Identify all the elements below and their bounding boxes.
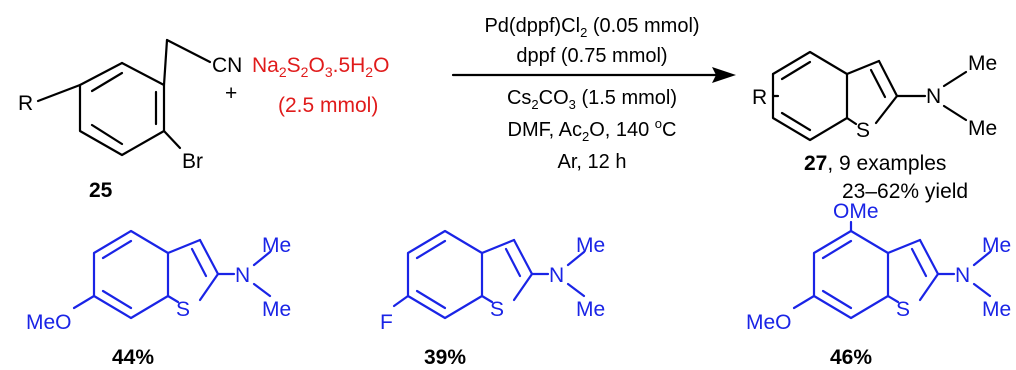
example-3-sulfur-atom: S (896, 298, 910, 321)
plus-sign: + (225, 82, 237, 105)
br-label: Br (182, 150, 203, 173)
example-2-fluoro-label: F (380, 311, 393, 334)
example-1-methoxy-label: MeO (26, 311, 72, 334)
compound-number-25: 25 (89, 179, 113, 202)
reagent-formula: Na2S2O3.5H2O (252, 54, 389, 80)
example-2-methyl-top: Me (576, 234, 605, 257)
product-compound-summary: 27, 9 examples (804, 152, 946, 175)
example-2-methyl-bottom: Me (576, 298, 605, 321)
product-sulfur-atom: S (856, 119, 870, 142)
reaction-arrow (451, 67, 736, 83)
cn-label: CN (212, 54, 242, 77)
condition-atmosphere-time: Ar, 12 h (558, 151, 627, 173)
example-2-sulfur-atom: S (490, 298, 504, 321)
example-1-structure: S N Me Me MeO (26, 229, 291, 334)
condition-base: Cs2CO3 (1.5 mmol) (507, 87, 677, 112)
example-1-sulfur-atom: S (176, 298, 190, 321)
product-27-structure: S N Me Me R (752, 50, 997, 142)
example-3-methyl-top: Me (982, 234, 1011, 257)
condition-catalyst: Pd(dppf)Cl2 (0.05 mmol) (484, 15, 699, 40)
product-r-substituent: R (752, 86, 767, 109)
example-1-nitrogen-atom: N (235, 264, 250, 287)
example-3-yield: 46% (830, 346, 872, 369)
product-nitrogen-atom: N (926, 85, 941, 108)
example-2-structure: S N Me Me F (380, 229, 605, 334)
reactant-25-structure: CN Br R (18, 38, 242, 173)
example-1-methyl-top: Me (262, 234, 291, 257)
product-methyl-top: Me (968, 52, 997, 75)
example-3-structure: S N Me Me OMe MeO (746, 200, 1011, 334)
product-yield-range: 23–62% yield (842, 180, 968, 203)
example-3-methoxy-top-label: OMe (833, 200, 879, 223)
example-2-nitrogen-atom: N (549, 264, 564, 287)
example-3-nitrogen-atom: N (955, 264, 970, 287)
condition-ligand: dppf (0.75 mmol) (516, 45, 667, 67)
example-1-methyl-bottom: Me (262, 298, 291, 321)
example-3-methyl-bottom: Me (982, 298, 1011, 321)
example-3-methoxy-label: MeO (746, 311, 792, 334)
example-1-yield: 44% (112, 346, 154, 369)
condition-solvent-temperature: DMF, Ac2O, 140 oC (508, 116, 677, 144)
reagent-amount: (2.5 mmol) (278, 94, 378, 117)
example-2-yield: 39% (424, 346, 466, 369)
product-methyl-bottom: Me (968, 117, 997, 140)
r-substituent-label: R (18, 92, 33, 115)
